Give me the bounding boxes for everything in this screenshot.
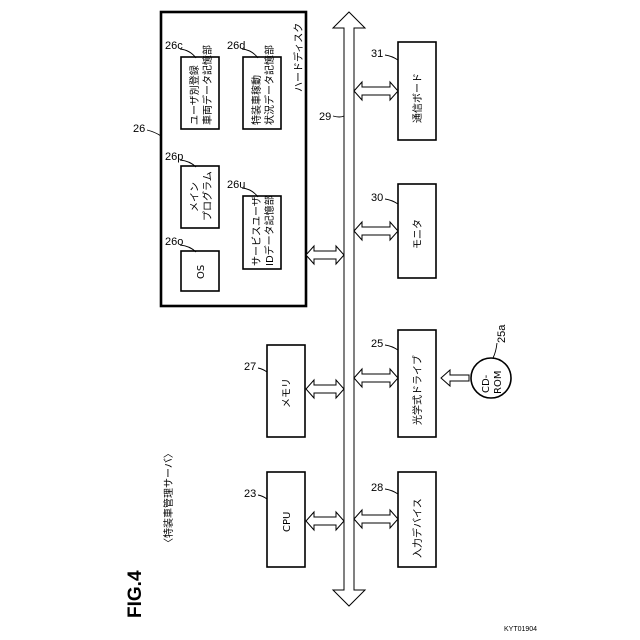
- connector-cpu-bus: [306, 512, 344, 530]
- block-23-label: CPU: [282, 512, 293, 532]
- block-26u-line2: IDデータ記憶部: [263, 195, 276, 266]
- cdrom-line1: CD-: [481, 374, 492, 393]
- block-30-ref: 30: [371, 192, 383, 204]
- block-25-ref: 25: [371, 338, 383, 350]
- block-26o-ref: 26o: [165, 236, 183, 248]
- block-27-leader: [258, 368, 267, 372]
- block-23-ref: 23: [244, 488, 256, 500]
- block-26c-line1: ユーザ別登録: [188, 65, 201, 125]
- cdrom-line2: ROM: [493, 371, 504, 394]
- cdrom-leader: [493, 343, 497, 358]
- block-31-label: 通信ボード: [412, 73, 424, 123]
- figure-label: FIG.4: [125, 570, 146, 618]
- block-27-label: メモリ: [282, 378, 293, 408]
- block-26p-line2: プログラム: [201, 171, 214, 221]
- cdrom-to-drive-arrow: [441, 370, 469, 386]
- diagram-title: 〈特装車管理サーバ〉: [162, 448, 175, 548]
- connector-bus-31: [354, 82, 398, 100]
- connector-memory-bus: [306, 380, 344, 398]
- hard-disk-ref: 26: [133, 123, 145, 135]
- block-28-ref: 28: [371, 482, 383, 494]
- block-26d-line1: 特装車稼動: [250, 75, 263, 125]
- block-26o-label: OS: [196, 265, 207, 279]
- block-26d-line2: 状況データ記憶部: [263, 45, 276, 125]
- block-26p-line1: メイン: [190, 182, 201, 212]
- block-26c-line2: 車両データ記憶部: [201, 45, 214, 125]
- connector-harddisk-bus: [306, 246, 344, 264]
- connector-bus-25: [354, 369, 398, 387]
- hard-disk-label: ハードディスク: [292, 23, 305, 92]
- block-27-ref: 27: [244, 361, 256, 373]
- connector-bus-28: [354, 510, 398, 528]
- block-25-label: 光学式ドライブ: [411, 355, 424, 425]
- block-26d-ref: 26d: [227, 40, 245, 52]
- block-26p-ref: 26p: [165, 151, 183, 163]
- block-26c-ref: 26c: [165, 40, 183, 52]
- block-31-leader: [385, 55, 398, 60]
- connector-bus-30: [354, 222, 398, 240]
- block-30-leader: [385, 199, 398, 204]
- block-30-label: モニタ: [412, 219, 424, 249]
- block-25-leader: [385, 345, 398, 350]
- cdrom-ref: 25a: [496, 324, 508, 343]
- block-28-label: 入力デバイス: [411, 498, 424, 558]
- block-26u-ref: 26u: [227, 179, 245, 191]
- block-23-leader: [258, 495, 267, 499]
- footer-code: KYT01904: [504, 626, 537, 633]
- bus-leader: [333, 116, 344, 117]
- bus-ref: 29: [319, 111, 331, 123]
- hard-disk-leader: [147, 130, 161, 136]
- block-28-leader: [385, 489, 398, 494]
- block-31-ref: 31: [371, 48, 383, 60]
- block-26u-line1: サービスユーザ: [251, 196, 263, 266]
